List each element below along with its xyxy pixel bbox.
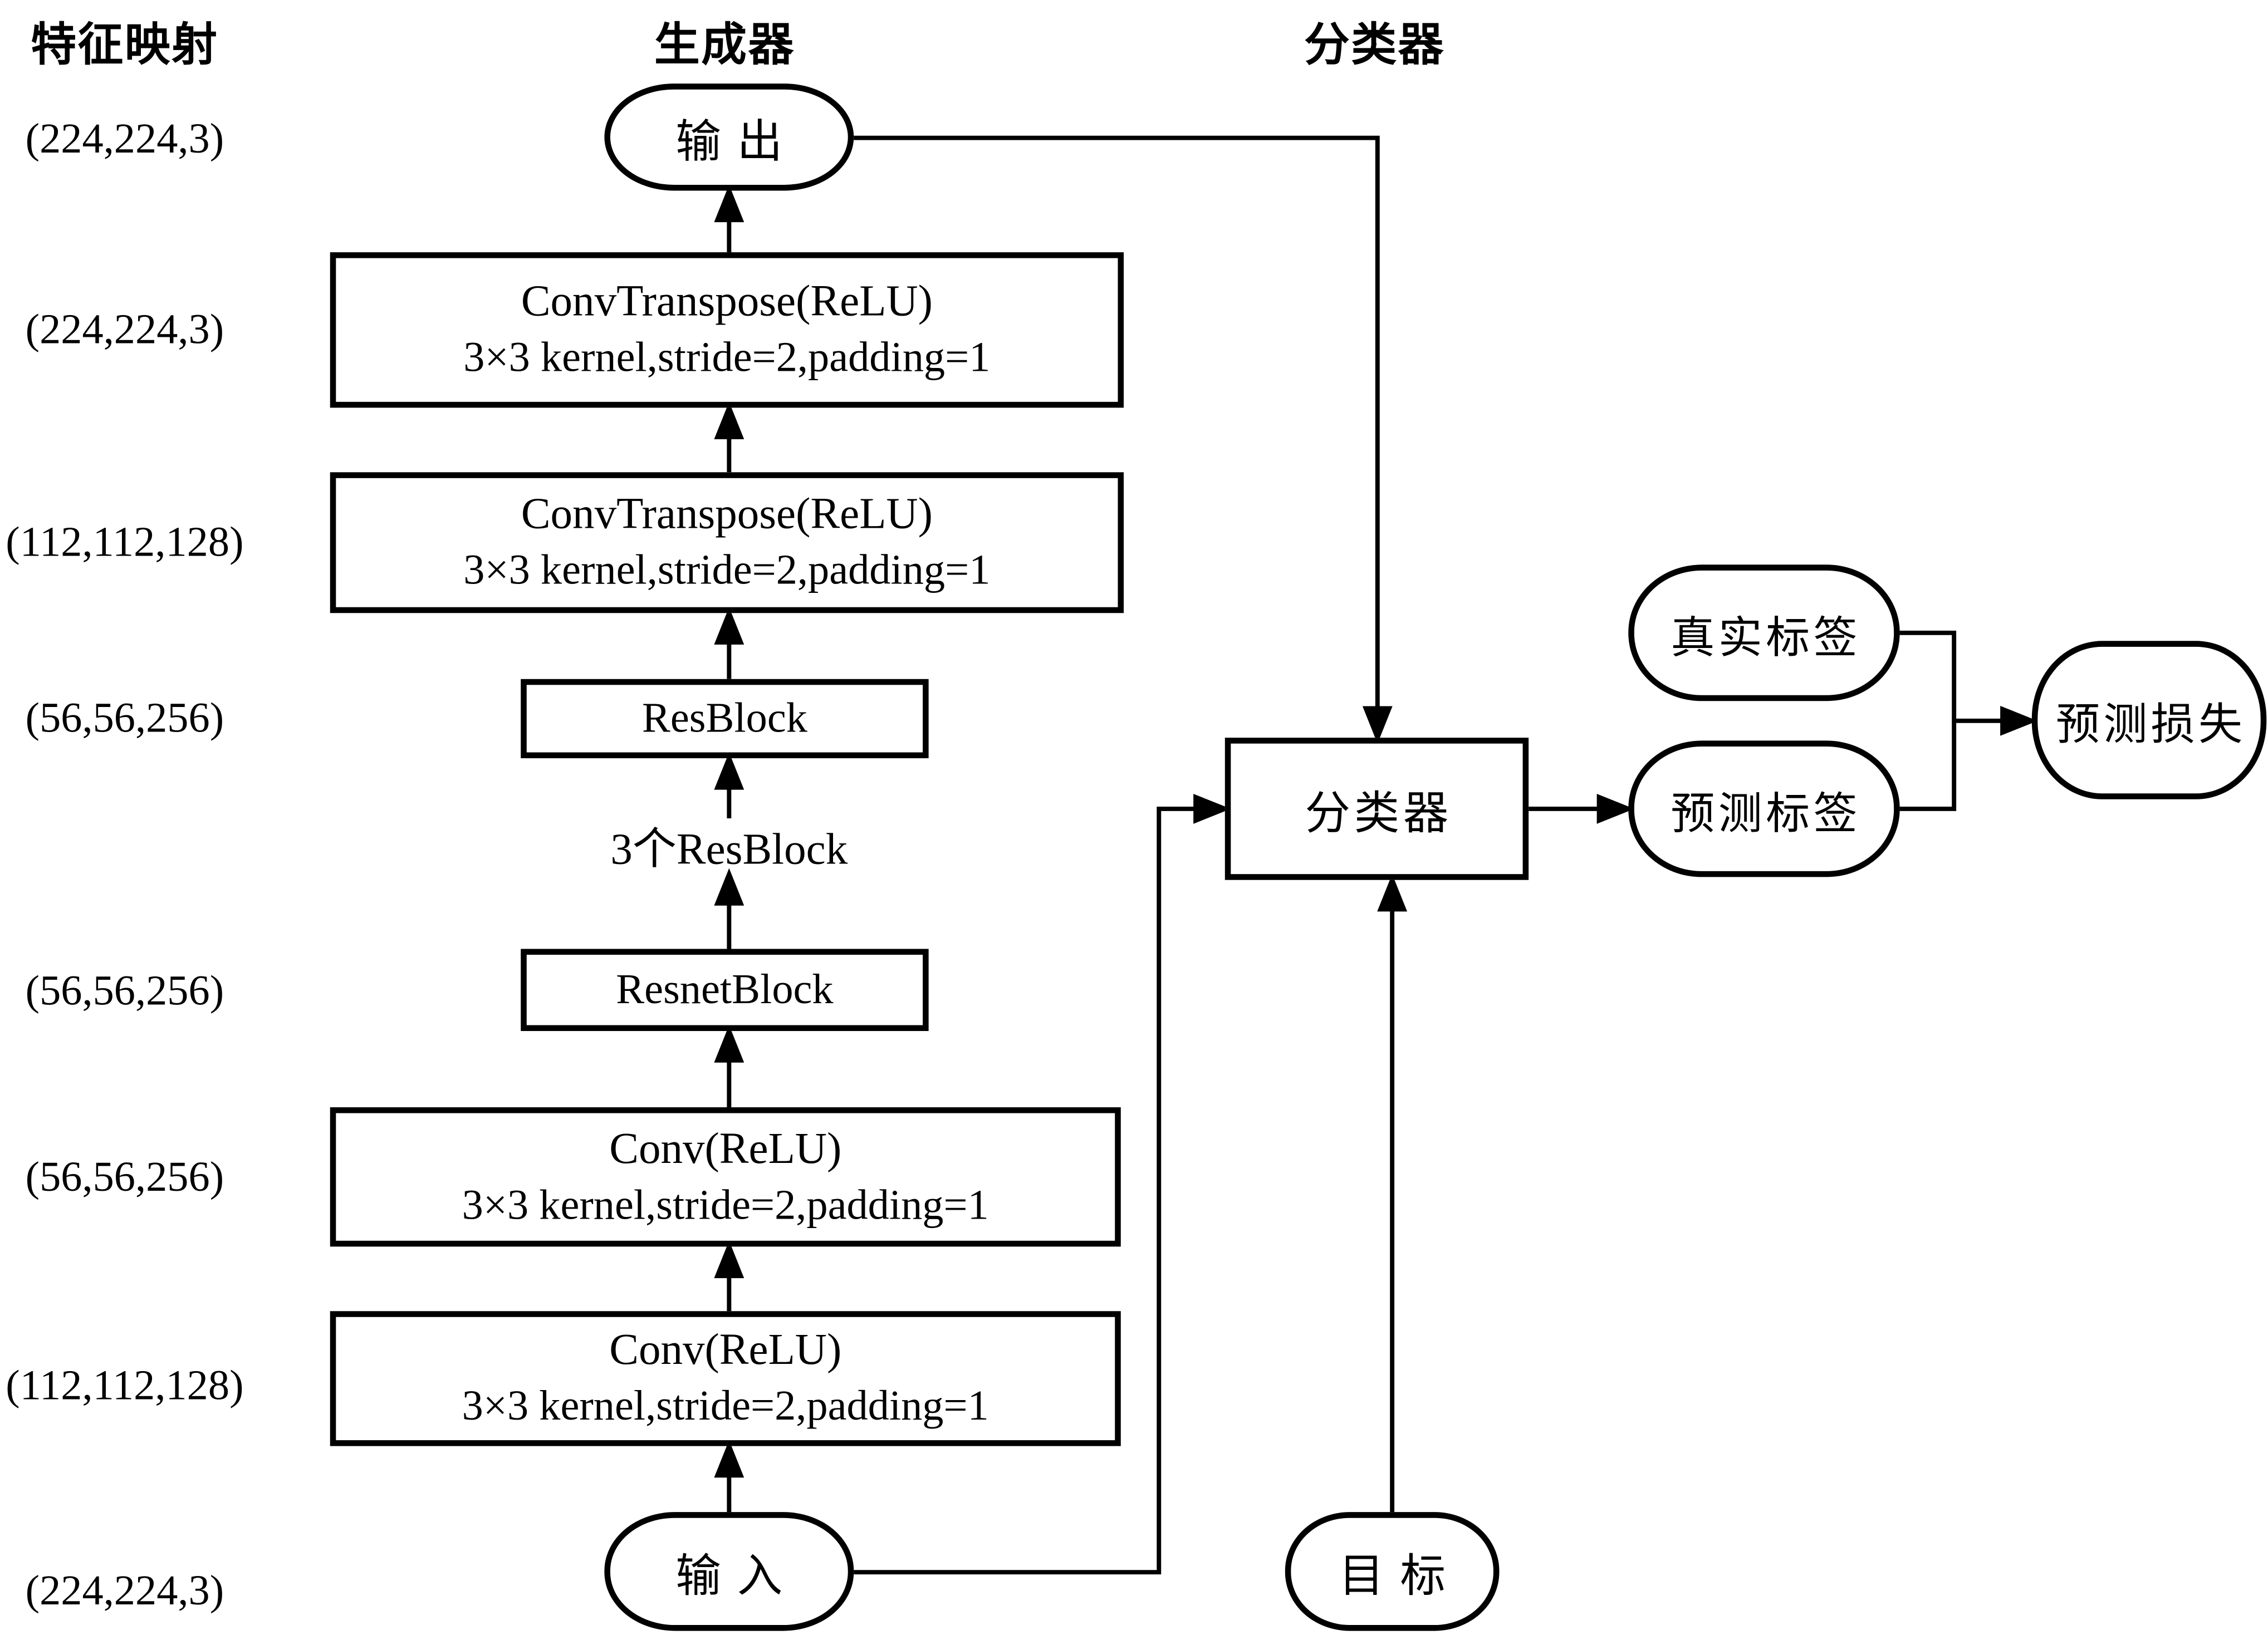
- prediction-loss-text: 预测损失: [2055, 701, 2246, 750]
- node-prediction-loss: 预测损失: [2031, 641, 2267, 799]
- arrow-conv2-to-conv1: [714, 1240, 744, 1312]
- block-resblock: ResBlock: [521, 679, 929, 759]
- resnetblock-label: ResnetBlock: [616, 965, 834, 1013]
- feature-map-shape-0: (224,224,3): [25, 115, 224, 163]
- arrow-note-to-resblock: [714, 752, 744, 819]
- arrow-merge-to-prediction-loss: [1954, 705, 2038, 736]
- feature-map-shape-5: (56,56,256): [25, 1153, 224, 1201]
- feature-map-shape-2: (112,112,128): [6, 518, 244, 566]
- block-conv-1: Conv(ReLU) 3×3 kernel,stride=2,padding=1: [330, 1107, 1121, 1247]
- feature-map-shape-7: (224,224,3): [25, 1567, 224, 1614]
- wire-labels-merge-bracket: [1899, 630, 1957, 811]
- node-target: 目标: [1285, 1512, 1500, 1631]
- feature-maps-header-label: 特征映射: [31, 18, 219, 70]
- feature-map-shape-6: (112,112,128): [6, 1362, 244, 1409]
- target-label: 目标: [1339, 1550, 1462, 1602]
- node-true-label: 真实标签: [1628, 564, 1900, 701]
- block-convtranspose-2: ConvTranspose(ReLU) 3×3 kernel,stride=2,…: [330, 472, 1124, 613]
- column-header-feature-maps: 特征映射: [0, 9, 249, 71]
- predicted-label-text: 预测标签: [1671, 789, 1861, 838]
- conv-1-params: 3×3 kernel,stride=2,padding=1: [462, 1181, 989, 1229]
- block-convtranspose-1: ConvTranspose(ReLU) 3×3 kernel,stride=2,…: [330, 252, 1124, 408]
- input-label: 输入: [675, 1550, 799, 1602]
- arrow-conv1-to-resnetblock: [714, 1025, 744, 1108]
- block-resnetblock: ResnetBlock: [521, 949, 929, 1032]
- generator-header-label: 生成器: [654, 18, 795, 70]
- conv-1-name: Conv(ReLU): [609, 1124, 842, 1173]
- feature-map-shape-1: (224,224,3): [25, 306, 224, 353]
- node-predicted-label: 预测标签: [1628, 740, 1900, 877]
- convtranspose-2-name: ConvTranspose(ReLU): [521, 489, 933, 538]
- arrow-input-to-conv2: [714, 1440, 744, 1513]
- classifier-box-label: 分类器: [1305, 787, 1453, 839]
- convtranspose-2-params: 3×3 kernel,stride=2,padding=1: [463, 547, 991, 594]
- wire-output-to-classifier: [854, 135, 1393, 744]
- column-header-classifier: 分类器: [1250, 9, 1500, 71]
- column-header-generator: 生成器: [600, 9, 850, 71]
- arrow-classifier-to-predicted-label: [1529, 794, 1634, 824]
- true-label-text: 真实标签: [1671, 613, 1861, 662]
- node-classifier: 分类器: [1224, 738, 1529, 880]
- output-label: 输出: [675, 116, 799, 168]
- resblock-label: ResBlock: [641, 694, 808, 742]
- block-conv-2: Conv(ReLU) 3×3 kernel,stride=2,padding=1: [330, 1311, 1121, 1446]
- wire-input-to-classifier: [854, 794, 1231, 1575]
- arrow-resblock-to-convtrans2: [714, 607, 744, 679]
- resblock-repeat-note: 3个ResBlock: [610, 826, 848, 875]
- feature-map-shape-4: (56,56,256): [25, 967, 224, 1014]
- convtranspose-1-params: 3×3 kernel,stride=2,padding=1: [463, 334, 991, 381]
- arrow-convtrans1-to-output: [714, 184, 744, 253]
- conv-2-name: Conv(ReLU): [609, 1325, 842, 1374]
- arrow-convtrans2-to-convtrans1: [714, 401, 744, 473]
- classifier-header-label: 分类器: [1304, 18, 1445, 70]
- conv-2-params: 3×3 kernel,stride=2,padding=1: [462, 1383, 989, 1430]
- node-input: 输入: [604, 1512, 854, 1631]
- node-output: 输出: [604, 84, 854, 191]
- arrow-target-to-classifier: [1377, 874, 1408, 1513]
- convtranspose-1-name: ConvTranspose(ReLU): [521, 277, 933, 326]
- feature-map-shape-3: (56,56,256): [25, 694, 224, 742]
- arrow-resnetblock-to-note: [714, 868, 744, 949]
